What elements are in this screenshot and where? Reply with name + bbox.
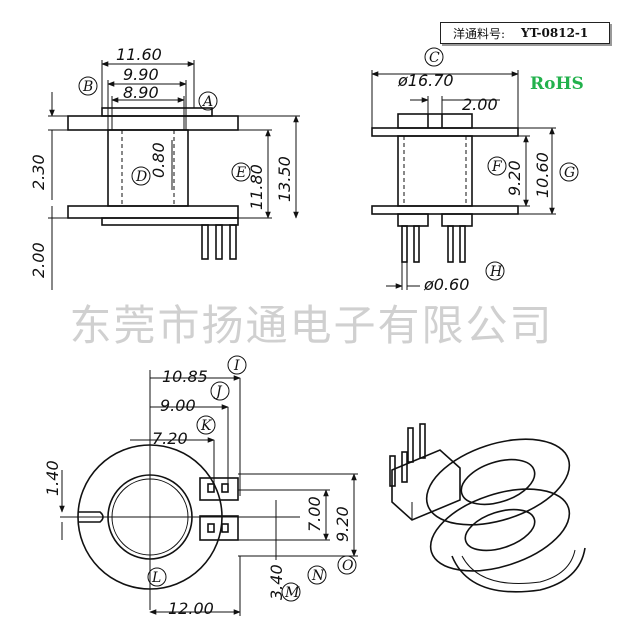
side-core-body bbox=[397, 135, 473, 207]
svg-text:D: D bbox=[135, 169, 147, 185]
front-bottom-flange bbox=[67, 205, 239, 219]
iso-top-flange bbox=[425, 438, 571, 526]
dim-16-70: ø16.70 bbox=[397, 71, 454, 90]
dim-2-00-left: 2.00 bbox=[29, 242, 48, 278]
bottom-view bbox=[59, 370, 358, 616]
callout-B: B bbox=[78, 76, 98, 96]
svg-text:A: A bbox=[201, 94, 213, 110]
svg-text:E: E bbox=[235, 165, 246, 181]
callout-O: O bbox=[337, 555, 357, 575]
dim-12-00: 12.00 bbox=[168, 599, 214, 618]
callout-K: K bbox=[196, 415, 216, 435]
rohs-mark: RoHS bbox=[530, 74, 584, 94]
front-pin-1 bbox=[201, 224, 209, 260]
front-core-body bbox=[107, 129, 189, 207]
svg-text:F: F bbox=[491, 159, 503, 175]
svg-text:G: G bbox=[564, 165, 575, 181]
dim-11-60: 11.60 bbox=[116, 45, 162, 64]
dim-0-80: 0.80 bbox=[149, 142, 168, 178]
dim-13-50: 13.50 bbox=[275, 156, 294, 202]
svg-text:H: H bbox=[489, 264, 503, 280]
side-top-cap bbox=[397, 113, 473, 129]
dim-9-90: 9.90 bbox=[123, 65, 159, 84]
side-top-flange bbox=[371, 127, 519, 137]
callout-A: A bbox=[198, 91, 218, 111]
callout-D: D bbox=[131, 166, 151, 186]
part-number-value: YT-0812-1 bbox=[521, 26, 589, 40]
callout-H: H bbox=[485, 261, 505, 281]
front-pin-base bbox=[101, 217, 239, 226]
isometric-view bbox=[389, 423, 586, 593]
svg-text:C: C bbox=[429, 50, 440, 66]
iso-pin-block bbox=[391, 449, 461, 521]
callout-M: M bbox=[281, 582, 301, 602]
dim-0-60: ø0.60 bbox=[423, 275, 469, 294]
dim-11-80: 11.80 bbox=[247, 164, 266, 210]
side-pin-4 bbox=[459, 225, 466, 263]
dim-2-00-right: 2.00 bbox=[462, 95, 498, 114]
side-view bbox=[371, 70, 556, 290]
dim-8-90: 8.90 bbox=[123, 83, 159, 102]
callout-F: F bbox=[487, 156, 507, 176]
svg-text:J: J bbox=[213, 384, 223, 400]
dim-7-00: 7.00 bbox=[305, 496, 324, 532]
callout-J: J bbox=[210, 381, 230, 401]
dim-10-85: 10.85 bbox=[162, 367, 208, 386]
callout-C: C bbox=[424, 47, 444, 67]
side-pin-3 bbox=[447, 225, 454, 263]
side-pin-2 bbox=[413, 225, 420, 263]
front-top-flange bbox=[67, 115, 239, 131]
dim-9-20-right: 9.20 bbox=[505, 160, 524, 196]
dim-9-20-bottom: 9.20 bbox=[333, 506, 352, 542]
svg-text:N: N bbox=[311, 568, 325, 584]
dim-2-30: 2.30 bbox=[29, 154, 48, 190]
side-bottom-flange bbox=[371, 205, 519, 215]
dim-10-60: 10.60 bbox=[533, 152, 552, 198]
front-pin-2 bbox=[215, 224, 223, 260]
front-top-lip bbox=[101, 107, 213, 117]
bottom-pin-block-1 bbox=[199, 477, 239, 501]
callout-G: G bbox=[559, 162, 579, 182]
iso-bottom-flange bbox=[429, 488, 571, 572]
svg-text:B: B bbox=[82, 79, 93, 95]
dim-1-40: 1.40 bbox=[43, 460, 62, 496]
callout-L: L bbox=[147, 567, 167, 587]
front-pin-3 bbox=[229, 224, 237, 260]
company-watermark: 东莞市扬通电子有限公司 bbox=[69, 301, 554, 350]
svg-text:L: L bbox=[151, 570, 161, 586]
dim-7-20: 7.20 bbox=[152, 429, 188, 448]
dim-3-40: 3.40 bbox=[267, 564, 286, 600]
callout-N: N bbox=[307, 565, 327, 585]
part-number-box: 洋通料号: YT-0812-1 bbox=[440, 22, 610, 44]
callout-E: E bbox=[231, 162, 251, 182]
svg-text:M: M bbox=[284, 585, 300, 601]
bottom-pin-block-2 bbox=[199, 515, 239, 541]
front-view bbox=[48, 60, 300, 290]
side-pin-1 bbox=[401, 225, 408, 263]
svg-text:O: O bbox=[342, 558, 354, 574]
callout-I: I bbox=[227, 355, 247, 375]
svg-text:K: K bbox=[200, 418, 213, 434]
dim-9-00: 9.00 bbox=[160, 396, 196, 415]
part-number-label: 洋通料号: bbox=[453, 26, 506, 41]
svg-text:I: I bbox=[233, 358, 240, 374]
